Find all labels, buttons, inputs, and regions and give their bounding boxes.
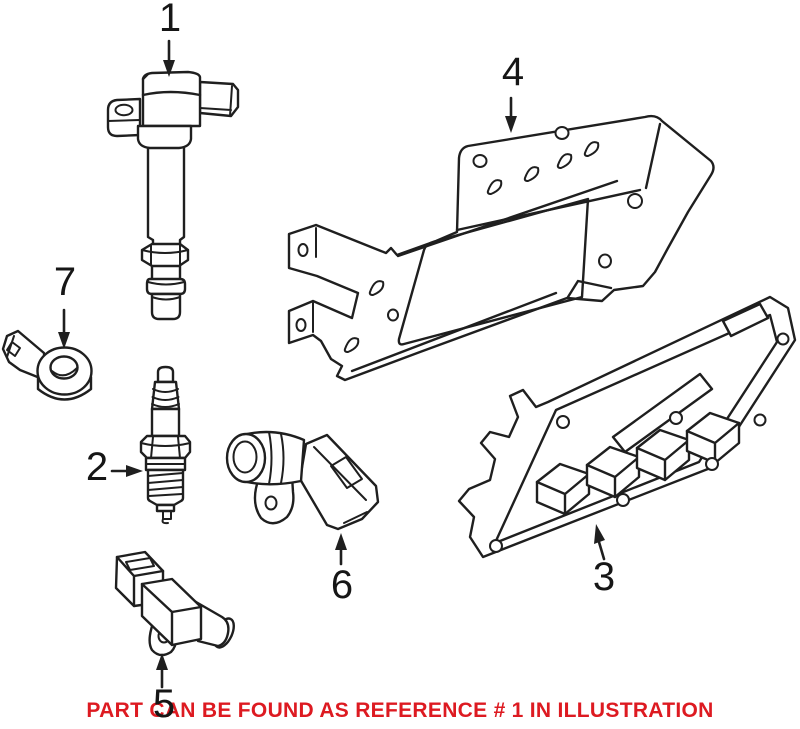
- bracket-slot-5: [368, 280, 385, 296]
- coil-collar: [136, 124, 193, 150]
- plug-hex-facets: [140, 436, 191, 459]
- plug-tip: [155, 503, 176, 513]
- bracket-cutout: [397, 197, 590, 346]
- bracket-band-hole-2: [627, 193, 643, 209]
- coil-shaft: [146, 146, 186, 248]
- cam-sensor-face-inner: [232, 440, 258, 474]
- ecm-connector-block-4: [685, 411, 741, 465]
- bracket-slot-4: [583, 141, 600, 157]
- ecm-connector-block-1: [535, 462, 591, 516]
- coil-neck: [150, 264, 182, 281]
- bracket-outline: [287, 114, 715, 382]
- crank-sensor-connector-slot: [125, 557, 155, 571]
- callout-1-label: 1: [158, 0, 182, 40]
- coil-boot: [150, 292, 182, 321]
- callout-3-label: 3: [592, 555, 616, 599]
- coil-boot-arc: [151, 296, 181, 301]
- bracket-band-hole-3: [387, 308, 399, 322]
- coil-head: [141, 70, 202, 128]
- plug-electrode: [161, 510, 172, 525]
- bracket-tab1-hole: [297, 243, 309, 257]
- callout-5-label: 5: [152, 682, 176, 726]
- ecm-slot: [721, 302, 770, 338]
- bracket-band-hole-1: [598, 253, 612, 269]
- callout-7-arrow: [58, 308, 70, 349]
- cam-sensor-flange-hole: [264, 495, 278, 511]
- ecm-screw-hole-2: [556, 415, 570, 429]
- bracket-slot-2: [523, 166, 540, 182]
- ecm-screw-hole-5: [705, 457, 719, 471]
- bracket-wing-crease: [644, 122, 662, 190]
- callout-2-arrow: [110, 465, 143, 477]
- bracket-slot-6: [343, 337, 360, 353]
- callout-7-label: 7: [53, 260, 77, 304]
- coil-mounting-ear: [106, 97, 142, 138]
- coil-hex-facets: [141, 244, 189, 266]
- ecm-vent: [611, 372, 714, 454]
- plug-terminal: [156, 365, 175, 384]
- cam-sensor-connector-slot: [330, 456, 363, 489]
- part-engine-control-module-drawing: [457, 295, 797, 559]
- knock-sensor-bore-arc: [51, 367, 78, 377]
- part-mounting-bracket-drawing: [287, 114, 715, 382]
- crank-sensor-body-edges: [140, 582, 203, 647]
- bracket-plate-hole-1: [472, 154, 488, 168]
- bracket-tab2-hole: [295, 318, 307, 332]
- coil-ring: [145, 277, 187, 296]
- part-spark-plug-drawing: [139, 365, 192, 525]
- callout-4-label: 4: [501, 50, 525, 94]
- bracket-plate-hole-2: [554, 126, 570, 140]
- bracket-foot-fold: [566, 279, 613, 299]
- coil-head-fold: [141, 72, 202, 97]
- callout-6-arrow: [335, 533, 347, 566]
- ecm-screw-hole-3: [616, 493, 630, 507]
- part-knock-sensor-drawing: [1, 329, 93, 401]
- coil-ring-arc: [147, 281, 185, 286]
- ecm-connector-block-2: [585, 445, 641, 499]
- part-ignition-coil-drawing: [106, 70, 240, 321]
- ecm-screw-hole-6: [753, 413, 767, 427]
- reference-caption: PART CAN BE FOUND AS REFERENCE # 1 IN IL…: [86, 699, 714, 722]
- cam-sensor-seams: [268, 431, 285, 485]
- ecm-screw-hole-7: [776, 332, 790, 346]
- plug-thread-lines: [147, 472, 184, 497]
- ecm-screw-hole-1: [489, 539, 503, 553]
- callout-5-arrow: [156, 653, 168, 689]
- plug-ribs: [151, 388, 180, 408]
- coil-connector-edge: [199, 85, 233, 117]
- cam-sensor-connector-ridge: [313, 446, 368, 524]
- crank-sensor-connector-edges: [115, 555, 165, 608]
- cam-sensor-connector: [298, 433, 380, 531]
- ecm-connector-block-3: [635, 428, 691, 482]
- bracket-slot-1: [486, 179, 503, 195]
- coil-hex-nut: [140, 242, 190, 268]
- crank-sensor-tip: [194, 600, 230, 648]
- bracket-slot-3: [556, 153, 573, 169]
- callout-3-arrow: [594, 524, 606, 561]
- callout-4-arrow: [505, 96, 517, 133]
- callout-6-label: 6: [330, 563, 354, 607]
- knock-sensor-connector-notch: [6, 335, 21, 358]
- plug-insulator: [150, 407, 181, 438]
- callout-1-arrow: [163, 39, 175, 77]
- part-camshaft-sensor-drawing: [225, 430, 380, 531]
- ecm-screw-hole-4: [669, 411, 683, 425]
- part-crankshaft-sensor-drawing: [114, 550, 235, 657]
- callout-2-label: 2: [85, 445, 109, 489]
